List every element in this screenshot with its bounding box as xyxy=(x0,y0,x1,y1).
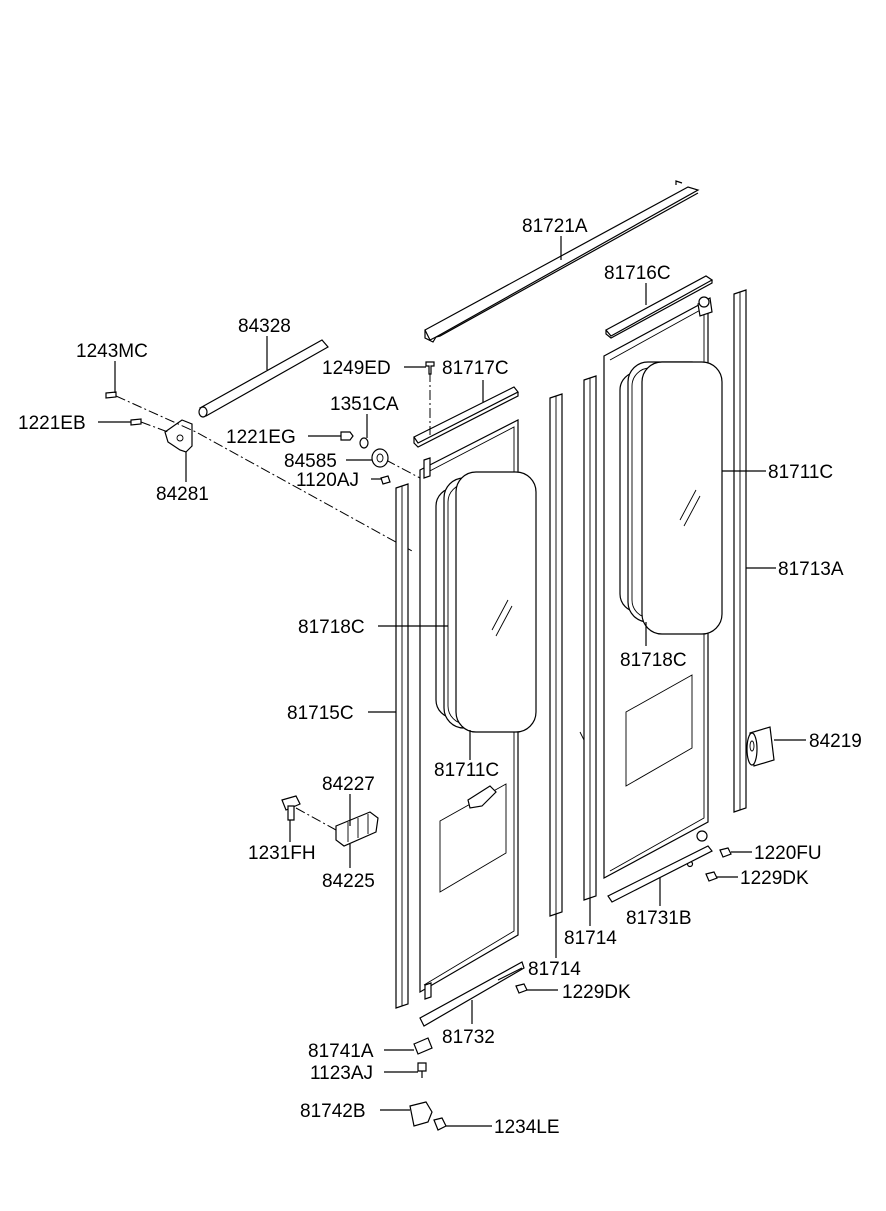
label-81717C: 81717C xyxy=(442,358,509,379)
label-81721A: 81721A xyxy=(522,216,588,237)
label-81711C-right: 81711C xyxy=(768,462,833,483)
label-81716C: 81716C xyxy=(604,263,671,284)
middle-strip-front xyxy=(549,393,563,917)
label-84225: 84225 xyxy=(322,871,375,892)
right-bottom-rail-part xyxy=(607,845,713,903)
hinge-bracket-part xyxy=(105,391,193,476)
left-door-panel xyxy=(419,419,537,1000)
right-top-rail-part xyxy=(605,275,714,339)
middle-strip-rear xyxy=(579,375,597,901)
label-81731B: 81731B xyxy=(626,908,692,929)
label-81732: 81732 xyxy=(442,1027,495,1048)
lower-hardware-parts xyxy=(409,847,732,1131)
label-81713A: 81713A xyxy=(778,559,844,580)
label-1229DK-lower: 1229DK xyxy=(562,982,631,1003)
label-1221EB: 1221EB xyxy=(18,413,86,434)
right-door-panel xyxy=(603,296,723,880)
top-rail-part xyxy=(424,180,700,343)
label-1123AJ: 1123AJ xyxy=(310,1063,373,1084)
leader-screw-1221EB xyxy=(140,421,169,433)
tube-84328-part xyxy=(198,339,329,418)
label-1221EG: 1221EG xyxy=(226,427,296,448)
label-84281: 84281 xyxy=(156,484,209,505)
leader-84585 xyxy=(385,459,421,479)
part-labels: 81721A 81716C 84328 1243MC 1249ED 81717C… xyxy=(18,216,862,1138)
label-1231FH: 1231FH xyxy=(248,843,316,864)
left-vertical-strip xyxy=(395,483,409,1009)
leader-lines xyxy=(98,236,806,1127)
label-1229DK-right: 1229DK xyxy=(740,868,809,889)
label-81715C: 81715C xyxy=(287,703,354,724)
label-81711C-left: 81711C xyxy=(434,760,499,781)
label-81742B: 81742B xyxy=(300,1101,366,1122)
leader-hinge-to-door xyxy=(115,395,415,553)
label-1243MC: 1243MC xyxy=(76,341,148,362)
cap-84219-part xyxy=(746,726,775,767)
label-84585: 84585 xyxy=(284,451,337,472)
label-81718C-right: 81718C xyxy=(620,650,687,671)
label-81718C-left: 81718C xyxy=(298,617,365,638)
label-81714-lower: 81714 xyxy=(528,959,581,980)
label-1249ED: 1249ED xyxy=(322,358,391,379)
label-1220FU: 1220FU xyxy=(754,843,822,864)
label-1351CA: 1351CA xyxy=(330,394,399,415)
hardware-screws xyxy=(340,361,435,485)
label-81714-upper: 81714 xyxy=(564,928,617,949)
small-rail-part xyxy=(413,386,519,448)
label-1120AJ: 1120AJ xyxy=(296,470,359,491)
label-84227: 84227 xyxy=(322,774,375,795)
label-84219: 84219 xyxy=(809,731,862,752)
label-1234LE: 1234LE xyxy=(494,1117,560,1138)
label-81741A: 81741A xyxy=(308,1041,374,1062)
left-bottom-rail-part xyxy=(419,961,525,1027)
bracket-84227-part xyxy=(281,795,379,847)
leader-84225 xyxy=(295,807,337,831)
label-84328: 84328 xyxy=(238,316,291,337)
right-vertical-strip xyxy=(733,289,747,813)
